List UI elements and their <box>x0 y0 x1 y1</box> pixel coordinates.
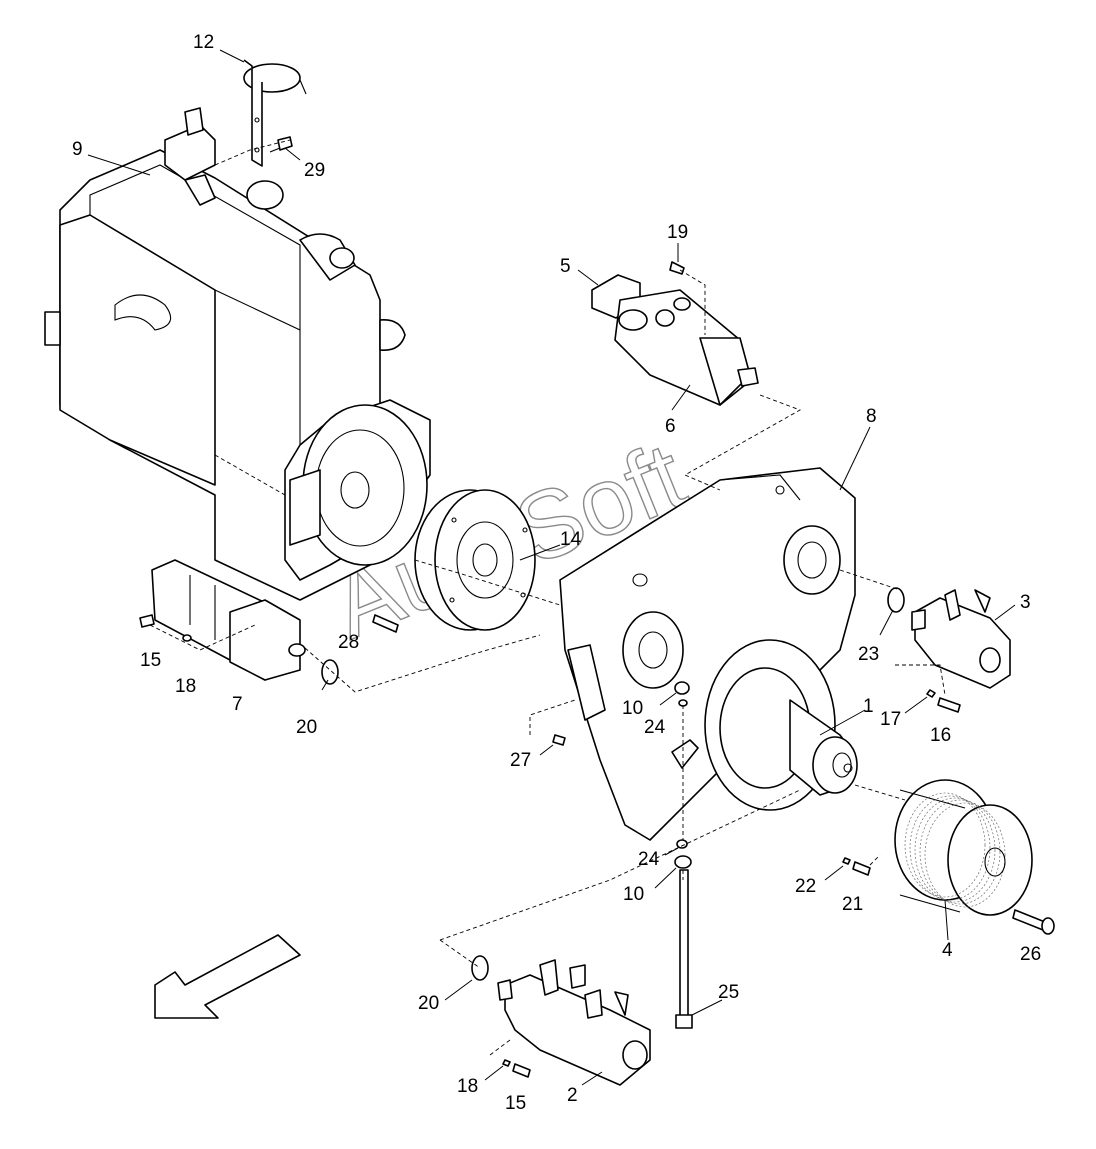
bolt-29 <box>269 136 293 153</box>
callout-15-lower: 15 <box>505 1093 526 1114</box>
gearbox-housing <box>559 467 858 841</box>
direction-arrow-icon <box>154 934 301 1019</box>
callout-6: 6 <box>665 416 676 437</box>
bolt-26 <box>1012 909 1055 935</box>
valve-block-right <box>911 589 1011 689</box>
callout-22: 22 <box>795 876 816 897</box>
callout-1: 1 <box>863 696 874 717</box>
drive-coupling <box>414 489 536 631</box>
callout-24-lower: 24 <box>638 849 660 870</box>
callout-20-lower: 20 <box>418 993 439 1014</box>
callout-21: 21 <box>842 894 863 915</box>
callout-25: 25 <box>718 982 739 1003</box>
engine-block <box>44 107 431 601</box>
callout-28: 28 <box>338 632 359 653</box>
small-hardware <box>139 261 961 1078</box>
callout-2: 2 <box>567 1085 578 1106</box>
callout-19: 19 <box>667 222 688 243</box>
callout-10-lower: 10 <box>623 884 644 905</box>
clamp-bracket <box>243 59 307 167</box>
callout-27: 27 <box>510 750 531 771</box>
callout-7: 7 <box>232 694 243 715</box>
callout-12: 12 <box>193 32 214 53</box>
callout-15-upper: 15 <box>140 650 161 671</box>
callout-5: 5 <box>560 256 571 277</box>
long-stud <box>675 869 693 1029</box>
callout-9: 9 <box>72 139 83 160</box>
callout-18-upper: 18 <box>175 676 196 697</box>
callout-24-upper: 24 <box>644 717 666 738</box>
callout-14: 14 <box>560 529 582 550</box>
callout-labels: 12 9 29 19 5 6 8 14 3 23 15 18 7 28 20 1… <box>72 32 1041 1114</box>
leader-lines <box>87 49 1016 1086</box>
callout-26: 26 <box>1020 944 1041 965</box>
callout-23: 23 <box>858 644 879 665</box>
callout-18-lower: 18 <box>457 1076 478 1097</box>
callout-10-upper: 10 <box>622 698 643 719</box>
callout-29: 29 <box>304 160 325 181</box>
callout-17: 17 <box>880 709 901 730</box>
callout-4: 4 <box>942 940 953 961</box>
callout-8: 8 <box>866 406 877 427</box>
valve-assembly-top <box>591 274 759 406</box>
hydraulic-pump-left <box>151 559 306 681</box>
assembly-dashed-lines <box>149 139 946 1056</box>
callout-3: 3 <box>1020 592 1031 613</box>
callout-20-upper: 20 <box>296 717 317 738</box>
pulley <box>894 779 1033 916</box>
callout-16: 16 <box>930 725 951 746</box>
valve-block-bottom <box>497 959 651 1086</box>
